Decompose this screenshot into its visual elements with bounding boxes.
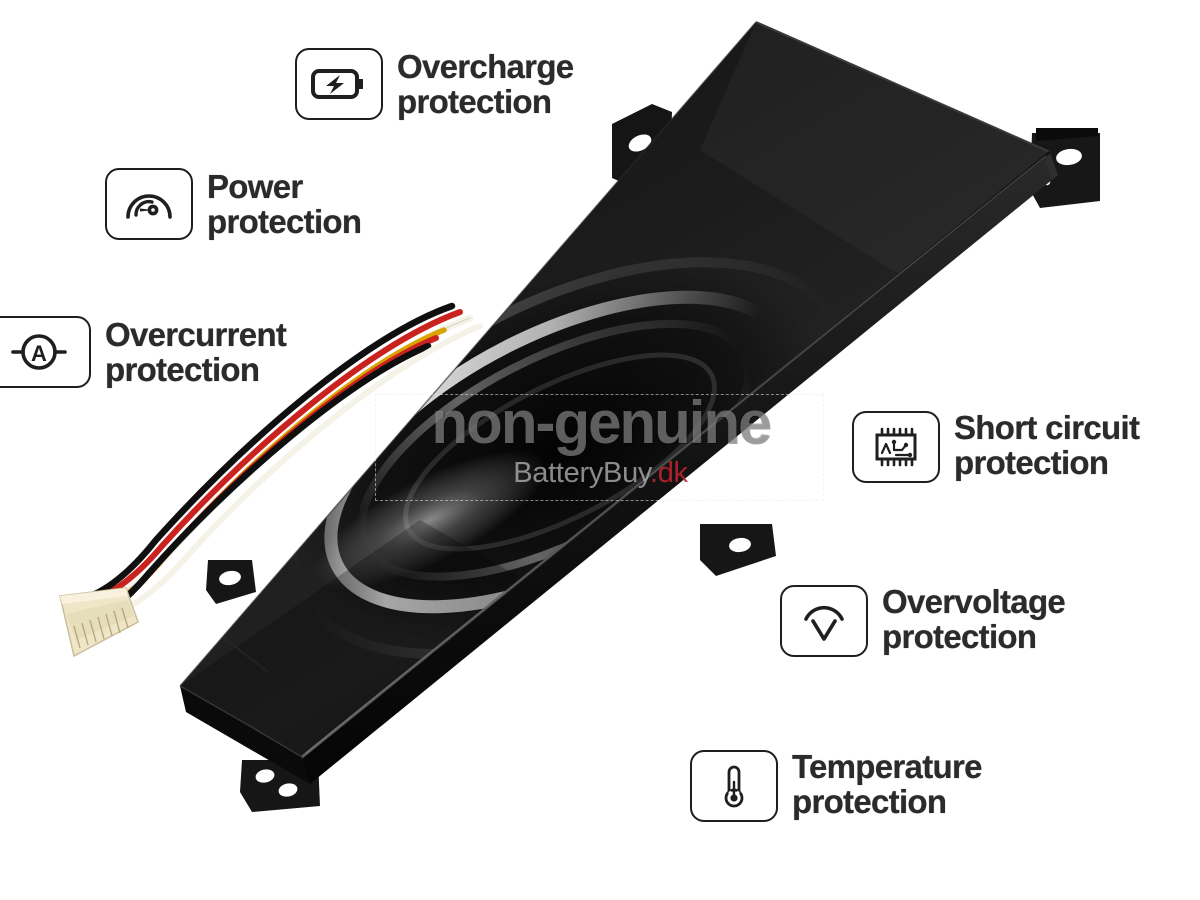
overcurrent-label: Overcurrent protection <box>105 316 287 388</box>
overcharge-label: Overcharge protection <box>397 48 574 120</box>
power-label: Power protection <box>207 168 362 240</box>
feature-power-protection: Power protection <box>105 168 362 240</box>
overvoltage-icon-box <box>780 585 868 657</box>
voltmeter-arc-icon <box>804 605 844 641</box>
battery-bolt-icon <box>311 69 363 99</box>
gauge-icon <box>126 194 172 219</box>
thermometer-icon <box>724 765 744 808</box>
power-icon-box <box>105 168 193 240</box>
feature-short-circuit-protection: Short circuit protection <box>852 409 1140 483</box>
feature-overcurrent-protection: A Overcurrent protection <box>0 316 287 388</box>
overcharge-icon-box <box>295 48 383 120</box>
short-circuit-label: Short circuit protection <box>954 409 1140 481</box>
feature-overvoltage-protection: Overvoltage protection <box>780 583 1066 657</box>
feature-temperature-protection: Temperature protection <box>690 748 982 822</box>
overvoltage-label: Overvoltage protection <box>882 583 1066 655</box>
svg-text:A: A <box>31 341 47 366</box>
ammeter-icon: A <box>10 334 67 370</box>
short-circuit-icon-box <box>852 411 940 483</box>
battery-side-faces <box>180 152 1058 784</box>
battery-connector <box>59 587 139 658</box>
chip-icon <box>875 427 917 467</box>
overcurrent-icon-box: A <box>0 316 91 388</box>
feature-overcharge-protection: Overcharge protection <box>295 48 574 120</box>
mounting-tabs <box>206 104 1100 812</box>
temperature-label: Temperature protection <box>792 748 982 820</box>
temperature-icon-box <box>690 750 778 822</box>
